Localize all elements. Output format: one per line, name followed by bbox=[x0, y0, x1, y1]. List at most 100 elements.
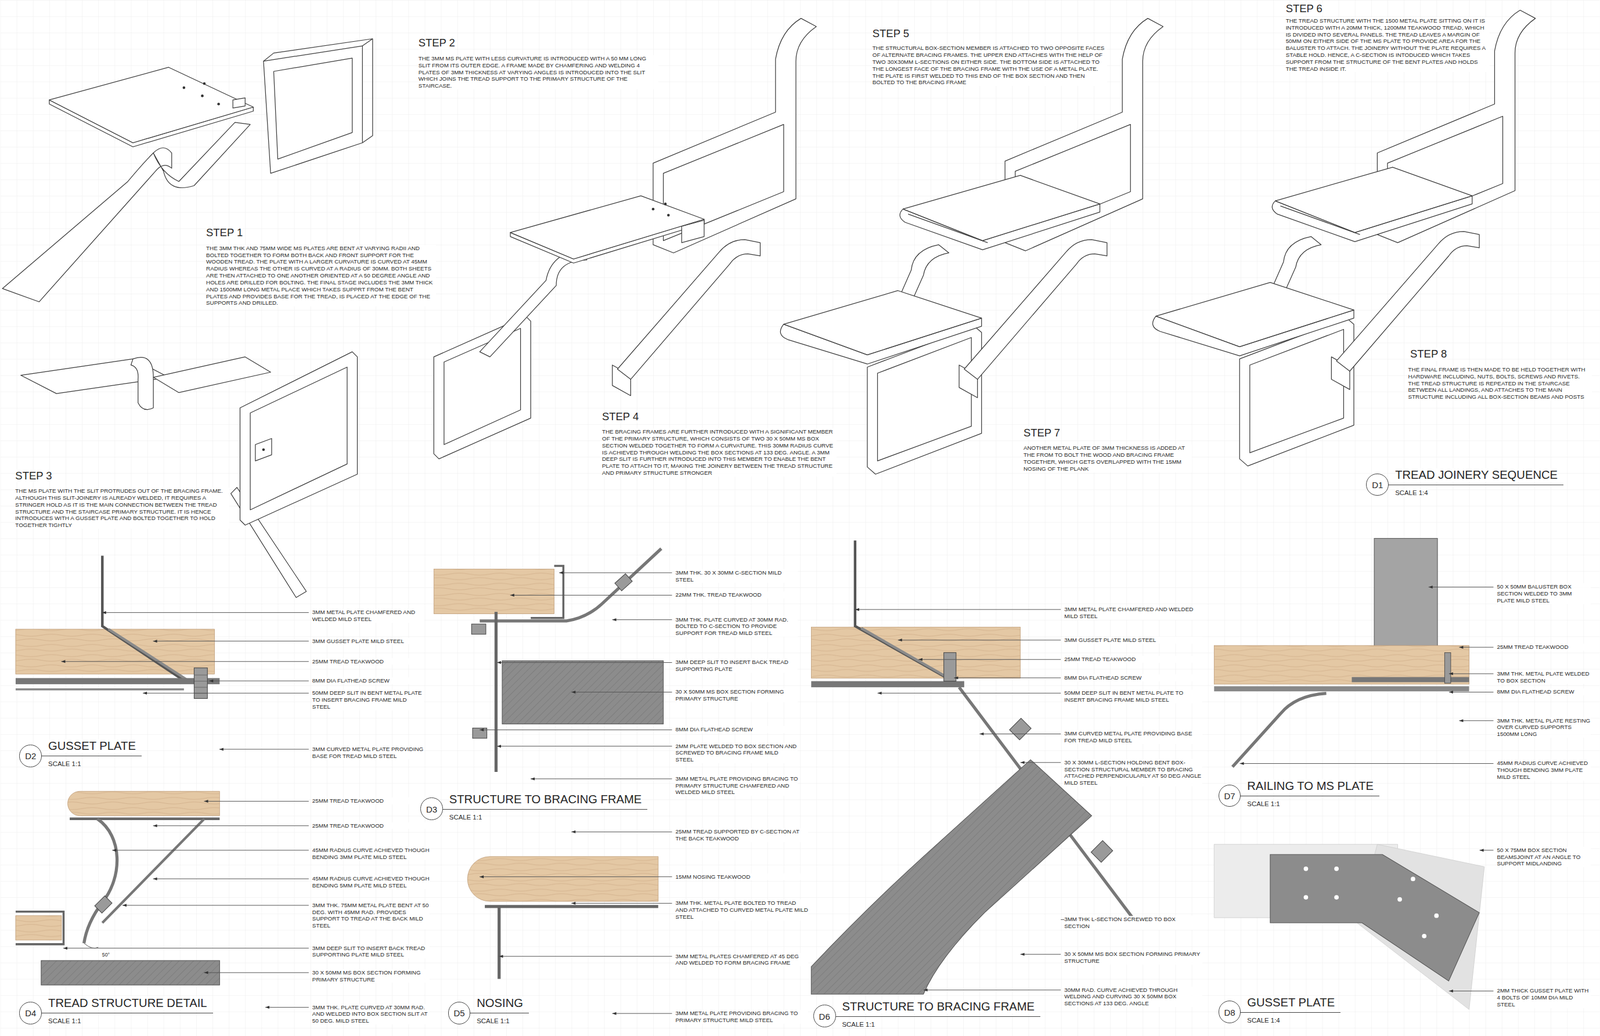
d6-section bbox=[860, 628, 954, 681]
leader-line bbox=[496, 662, 673, 663]
leader-line bbox=[1458, 647, 1494, 648]
leader-line bbox=[122, 905, 309, 906]
step3-sketch bbox=[239, 351, 358, 526]
step-heading: STEP 2 bbox=[418, 36, 456, 50]
title-rule bbox=[835, 1016, 1041, 1018]
d4-section bbox=[15, 916, 62, 941]
d4-section bbox=[15, 912, 64, 945]
detail-tag: D4TREAD STRUCTURE DETAILSCALE 1:1 bbox=[19, 1002, 42, 1025]
d2-section bbox=[15, 678, 220, 685]
d7-section bbox=[1351, 677, 1469, 683]
d4-section bbox=[69, 817, 220, 821]
callout: 3MM THK. 75MM METAL PLATE BENT AT 50 DEG… bbox=[312, 902, 430, 930]
leader-line bbox=[265, 1007, 309, 1008]
callout: 25MM TREAD SUPPORTED BY C-SECTION AT THE… bbox=[675, 828, 809, 843]
detail-scale: SCALE 1:1 bbox=[1247, 800, 1280, 808]
d5-section bbox=[497, 906, 501, 980]
leader-arrow bbox=[559, 571, 564, 575]
d3-section bbox=[614, 573, 633, 592]
d2-section bbox=[15, 556, 220, 699]
leader-line bbox=[1240, 763, 1494, 765]
leader-arrow bbox=[877, 692, 882, 695]
callout: 3MM METAL PLATE PROVIDING BRACING TO PRI… bbox=[675, 775, 799, 796]
leader-arrow bbox=[1240, 762, 1245, 766]
leader-line bbox=[204, 801, 309, 802]
d7-section bbox=[1444, 652, 1451, 684]
d8-section bbox=[1303, 895, 1309, 900]
d3-section bbox=[471, 624, 486, 635]
callout: 8MM DIA FLATHEAD SCREW bbox=[675, 726, 799, 734]
leader-line bbox=[219, 748, 309, 750]
detail-number: D8 bbox=[1219, 1007, 1241, 1018]
leader-line bbox=[208, 680, 309, 682]
leader-arrow bbox=[479, 728, 484, 732]
leader-arrow bbox=[112, 848, 117, 852]
callout: 30 X 50MM MS BOX SECTION FORMING PRIMARY… bbox=[1064, 950, 1202, 965]
d7-section bbox=[1213, 686, 1469, 692]
d2-section bbox=[102, 556, 182, 680]
step3-sketch bbox=[250, 366, 348, 510]
leader-line bbox=[855, 609, 1061, 611]
leader-arrow bbox=[510, 593, 515, 597]
step2-4-sketch bbox=[510, 195, 705, 259]
d8-section bbox=[1213, 844, 1485, 1011]
leader-arrow bbox=[571, 830, 576, 834]
callout: 3MM CURVED METAL PLATE PROVIDING BASE FO… bbox=[312, 746, 425, 760]
leader-line bbox=[953, 677, 1061, 679]
step-heading: STEP 4 bbox=[602, 410, 639, 424]
d6-section bbox=[811, 759, 1092, 995]
leader-arrow bbox=[923, 988, 928, 992]
d4-section bbox=[102, 819, 205, 924]
leader-line bbox=[571, 903, 672, 904]
callout: 3MM THK. PLATE CURVED AT 30MM RAD. BOLTE… bbox=[675, 616, 799, 637]
leader-line bbox=[877, 693, 1062, 694]
leader-arrow bbox=[855, 608, 860, 612]
leader-arrow bbox=[204, 800, 209, 803]
detail-number: D1 bbox=[1366, 479, 1389, 490]
step2-4-sketch bbox=[433, 316, 531, 460]
callout: 3MM THK. PLATE CURVED AT 30MM RAD. AND W… bbox=[312, 1004, 430, 1025]
leader-line bbox=[1449, 673, 1494, 675]
leader-arrow bbox=[102, 611, 107, 615]
step3-sketch bbox=[262, 448, 266, 452]
step-note: THE BRACING FRAMES ARE FURTHER INTRODUCE… bbox=[602, 428, 837, 477]
step-heading: STEP 1 bbox=[206, 226, 243, 240]
leader-arrow bbox=[208, 679, 214, 683]
detail-number: D7 bbox=[1219, 790, 1241, 801]
leader-arrow bbox=[496, 661, 502, 665]
d3-section bbox=[479, 548, 662, 622]
callout: 50 X 75MM BOX SECTION BEAMSJOINT AT AN A… bbox=[1496, 847, 1591, 868]
step1-sketch bbox=[182, 86, 186, 90]
detail-tag: D5NOSINGSCALE 1:1 bbox=[448, 1002, 471, 1025]
step-note: THE TREAD STRUCTURE WITH THE 1500 METAL … bbox=[1285, 17, 1491, 73]
callout: 3MM METAL PLATE CHAMFERED AND WELDED MIL… bbox=[1064, 606, 1202, 621]
leader-line bbox=[60, 661, 309, 662]
detail-number: D2 bbox=[19, 751, 42, 762]
leader-line bbox=[1449, 991, 1494, 992]
leader-arrow bbox=[898, 638, 903, 642]
step5-7-sketch bbox=[780, 18, 1163, 475]
step-note: THE MS PLATE WITH THE SLIT PROTRUDES OUT… bbox=[15, 487, 230, 529]
step-heading: STEP 6 bbox=[1285, 2, 1323, 16]
d8-section bbox=[1433, 913, 1439, 919]
step1-sketch bbox=[2, 148, 172, 302]
callout: 45MM RADIUS CURVE ACHIEVED THOUGH BENDIN… bbox=[312, 847, 430, 861]
leader-arrow bbox=[122, 903, 127, 907]
callout: 3MM GUSSET PLATE MILD STEEL bbox=[312, 638, 425, 645]
d6-section bbox=[1009, 718, 1032, 741]
callout: 30 X 30MM L-SECTION HOLDING BENT BOX-SEC… bbox=[1064, 759, 1202, 787]
step1-sketch bbox=[232, 98, 245, 109]
leader-arrow bbox=[571, 690, 576, 694]
callout: 25MM TREAD TEAKWOOD bbox=[312, 822, 430, 830]
d3-section bbox=[530, 566, 564, 619]
step-note: THE 3MM THK AND 75MM WIDE MS PLATES ARE … bbox=[206, 244, 436, 307]
step-heading: STEP 3 bbox=[15, 469, 52, 483]
leader-arrow bbox=[953, 676, 958, 680]
step-note: ANOTHER METAL PLATE OF 3MM THICKNESS IS … bbox=[1023, 444, 1192, 472]
detail-scale: SCALE 1:1 bbox=[48, 1017, 81, 1025]
d2-section bbox=[193, 668, 208, 699]
step1-sketch bbox=[200, 94, 204, 98]
leader-arrow bbox=[612, 618, 617, 622]
detail-title: NOSING bbox=[476, 996, 524, 1011]
